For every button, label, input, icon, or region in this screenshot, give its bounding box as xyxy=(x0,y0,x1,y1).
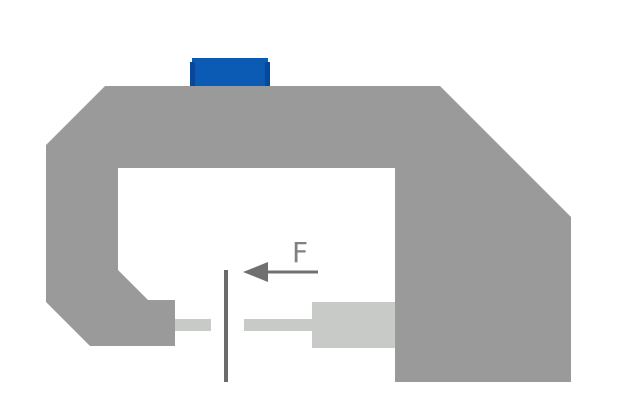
top-holder-left-cap xyxy=(190,62,195,86)
top-holder xyxy=(190,58,270,86)
anvil-tip xyxy=(175,319,211,331)
left-arrow-icon xyxy=(243,262,268,282)
specimen-plate xyxy=(224,270,228,382)
spindle-tip xyxy=(244,319,314,331)
force-label: F xyxy=(292,236,308,269)
top-holder-right-cap xyxy=(265,62,270,86)
c-frame xyxy=(46,86,571,382)
top-holder-body xyxy=(192,58,268,86)
spindle-body xyxy=(312,302,395,348)
force-arrow xyxy=(243,262,318,282)
